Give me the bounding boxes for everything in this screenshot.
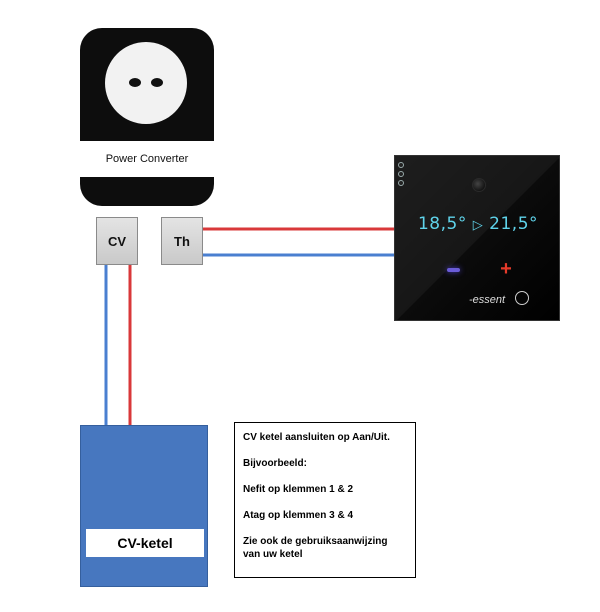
terminal-th: Th [161, 217, 203, 265]
boiler-label: CV-ketel [86, 529, 204, 557]
note-line: CV ketel aansluiten op Aan/Uit. [243, 432, 390, 443]
brand-logo: -essent [469, 294, 506, 306]
side-button [398, 180, 404, 186]
notes-box: CV ketel aansluiten op Aan/Uit. Bijvoorb… [234, 422, 416, 578]
socket-pin [151, 78, 163, 87]
side-button [398, 162, 404, 168]
brand-icon [515, 291, 529, 305]
thermostat: 18,5° ▷ 21,5° + -essent [394, 155, 560, 321]
sensor-icon [472, 178, 486, 192]
current-temp: 18,5° [417, 214, 467, 234]
side-button [398, 171, 404, 177]
converter-label: Power Converter [80, 141, 214, 177]
boiler: CV-ketel [80, 425, 208, 587]
power-converter: Power Converter [80, 28, 214, 206]
target-temp: 21,5° [489, 214, 539, 234]
socket-icon [105, 42, 187, 124]
brand-name: essent [472, 294, 506, 306]
note-line: Nefit op klemmen 1 & 2 [243, 484, 354, 495]
note-line: Atag op klemmen 3 & 4 [243, 510, 354, 521]
note-line: Zie ook de gebruiksaanwijzing van uw ket… [243, 536, 388, 560]
minus-button [447, 268, 460, 272]
plus-button: + [500, 258, 512, 280]
arrow-icon: ▷ [472, 218, 484, 233]
temperature-readout: 18,5° ▷ 21,5° [395, 214, 559, 234]
socket-pin [129, 78, 141, 87]
note-line: Bijvoorbeeld: [243, 458, 307, 469]
thermostat-glass [395, 156, 559, 320]
terminal-cv: CV [96, 217, 138, 265]
